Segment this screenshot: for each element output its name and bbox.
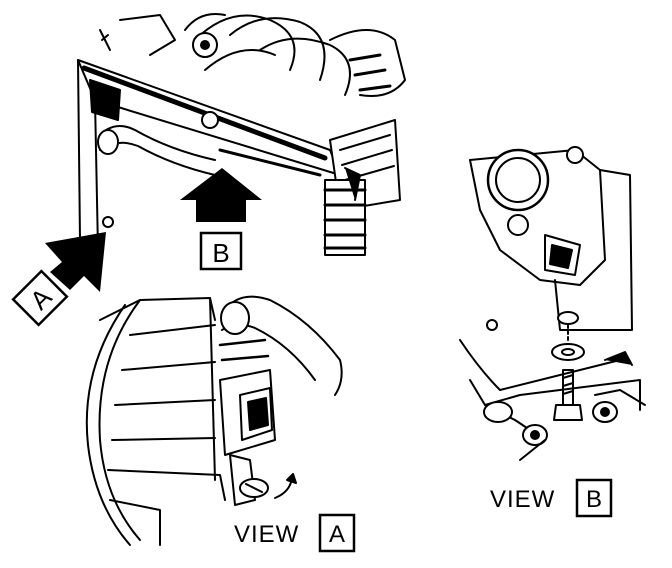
arrow-b-icon (180, 168, 262, 222)
arrow-a-icon (45, 232, 106, 292)
view-a-label: VIEW A (234, 513, 356, 553)
view-a-word: VIEW (234, 521, 299, 548)
view-a-illustration (85, 295, 343, 546)
engine-overview-illustration (77, 13, 406, 256)
view-b-illustration (459, 146, 646, 461)
view-b-letter: B (586, 486, 602, 513)
view-b-label: VIEW B (490, 478, 613, 518)
arrow-a-callout-box: A (11, 269, 69, 327)
arrow-b-callout-box: B (199, 231, 243, 271)
view-b-word: VIEW (490, 486, 555, 513)
arrow-b-letter: B (212, 238, 229, 268)
view-a-letter: A (329, 521, 345, 548)
